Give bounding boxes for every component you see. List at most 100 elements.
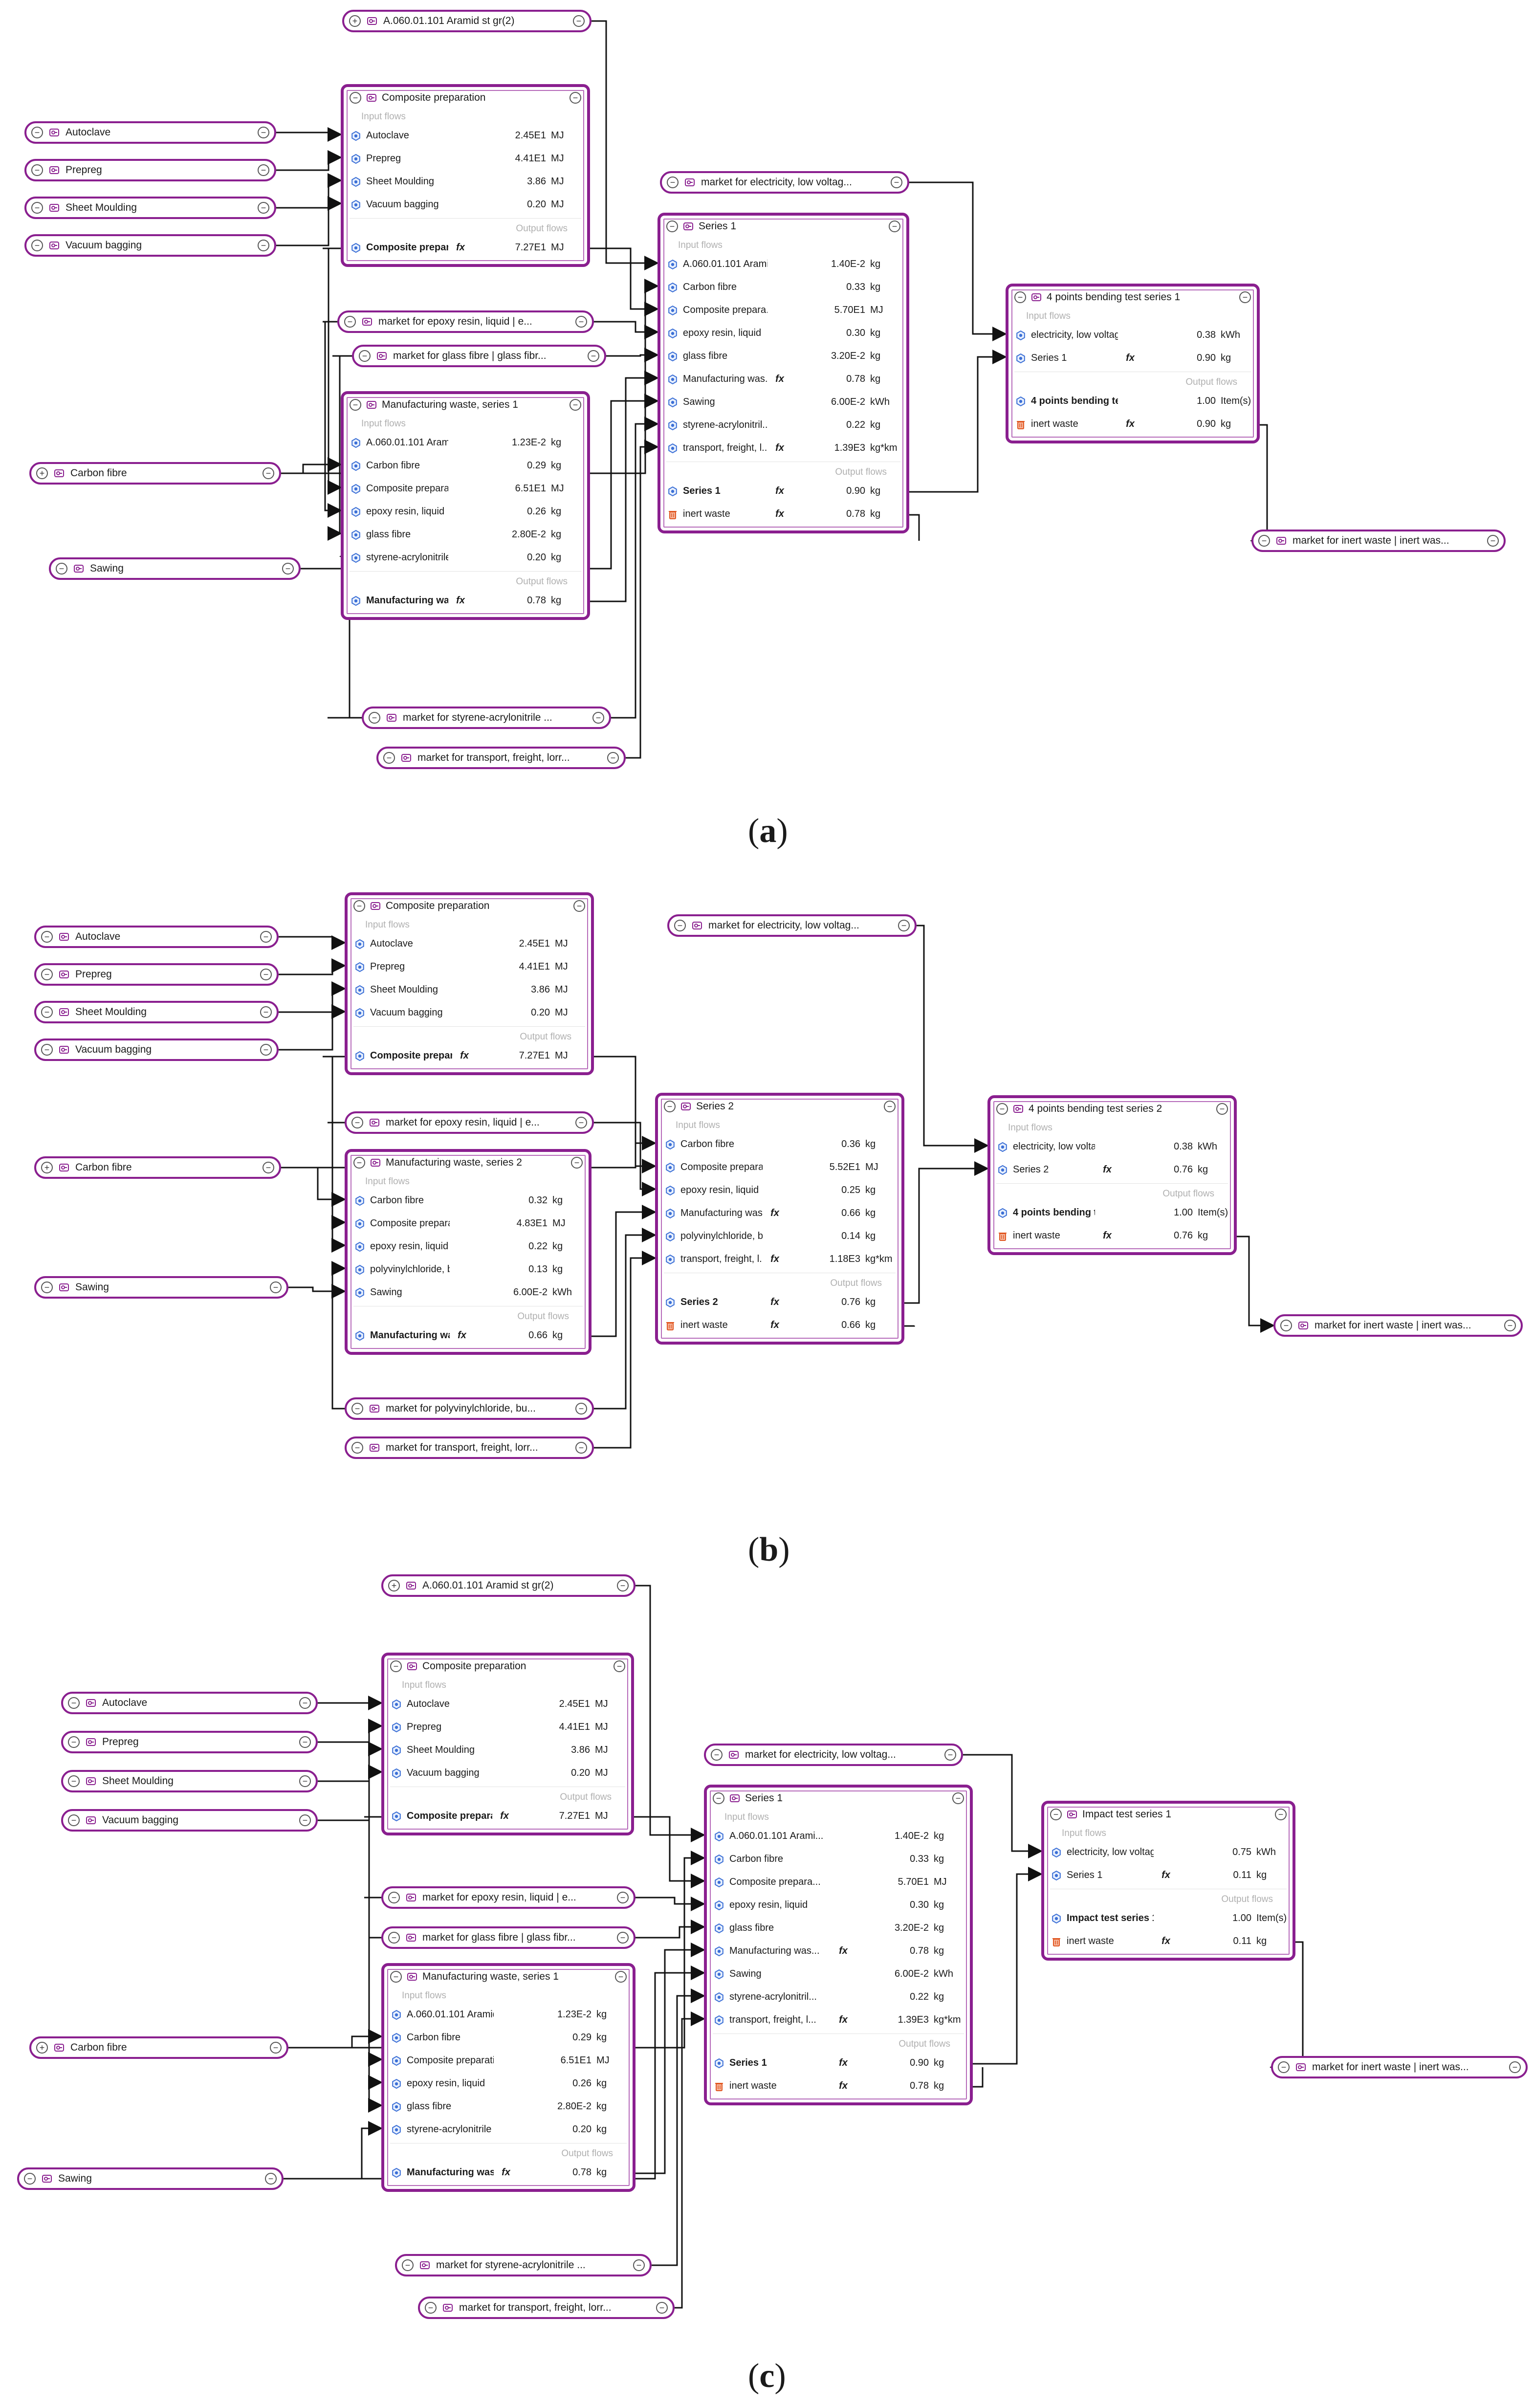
process-node[interactable]: −Manufacturing waste, series 1−Input flo… — [341, 391, 590, 620]
expand-icon[interactable]: + — [41, 1162, 53, 1173]
collapse-icon[interactable]: − — [1275, 1809, 1287, 1820]
collapse-icon[interactable]: − — [299, 1814, 311, 1826]
collapsed-provider-node[interactable]: −Sawing− — [17, 2167, 284, 2190]
collapse-icon[interactable]: − — [265, 2173, 277, 2185]
node-header[interactable]: −Series 2− — [658, 1096, 901, 1117]
collapse-icon[interactable]: − — [388, 1932, 400, 1944]
collapsed-provider-node[interactable]: −market for styrene-acrylonitrile ...− — [362, 707, 611, 729]
collapse-icon[interactable]: − — [263, 467, 274, 479]
expand-icon[interactable]: + — [388, 1580, 400, 1591]
collapse-icon[interactable]: − — [889, 221, 900, 232]
collapsed-provider-node[interactable]: −Vacuum bagging− — [24, 234, 276, 257]
collapse-icon[interactable]: − — [425, 2302, 437, 2314]
collapsed-provider-node[interactable]: −Sheet Moulding− — [61, 1770, 318, 1792]
node-header[interactable]: −Series 1− — [707, 1788, 970, 1809]
expand-icon[interactable]: + — [349, 15, 361, 27]
collapsed-provider-node[interactable]: −Sawing− — [49, 557, 301, 580]
collapsed-provider-node[interactable]: +Carbon fibre− — [34, 1156, 281, 1179]
expand-icon[interactable]: + — [36, 2042, 48, 2054]
process-node[interactable]: −4 points bending test series 1−Input fl… — [1006, 284, 1260, 443]
collapse-icon[interactable]: − — [270, 1281, 282, 1293]
collapsed-provider-node[interactable]: −market for electricity, low voltag...− — [660, 171, 909, 194]
collapse-icon[interactable]: − — [31, 127, 43, 138]
collapse-icon[interactable]: − — [575, 1403, 587, 1414]
node-header[interactable]: −Series 1− — [660, 216, 906, 237]
collapse-icon[interactable]: − — [258, 202, 269, 214]
collapse-icon[interactable]: − — [41, 931, 53, 943]
collapsed-provider-node[interactable]: −market for electricity, low voltag...− — [704, 1744, 963, 1766]
collapse-icon[interactable]: − — [282, 563, 294, 574]
collapse-icon[interactable]: − — [353, 1157, 365, 1169]
collapse-icon[interactable]: − — [68, 1736, 80, 1748]
collapse-icon[interactable]: − — [575, 316, 587, 328]
collapse-icon[interactable]: − — [570, 399, 581, 411]
collapse-icon[interactable]: − — [344, 316, 356, 328]
collapse-icon[interactable]: − — [258, 127, 269, 138]
collapse-icon[interactable]: − — [270, 2042, 282, 2054]
collapse-icon[interactable]: − — [607, 752, 619, 764]
collapse-icon[interactable]: − — [571, 1157, 583, 1169]
collapse-icon[interactable]: − — [575, 1117, 587, 1128]
collapse-icon[interactable]: − — [31, 164, 43, 176]
collapsed-provider-node[interactable]: −Autoclave− — [34, 926, 279, 948]
collapsed-provider-node[interactable]: −market for epoxy resin, liquid | e...− — [345, 1111, 594, 1134]
node-header[interactable]: −Composite preparation− — [348, 895, 591, 917]
collapsed-provider-node[interactable]: −Sheet Moulding− — [34, 1001, 279, 1023]
collapse-icon[interactable]: − — [884, 1101, 896, 1112]
collapse-icon[interactable]: − — [666, 221, 678, 232]
collapse-icon[interactable]: − — [369, 712, 380, 724]
collapsed-provider-node[interactable]: +Carbon fibre− — [29, 462, 281, 485]
collapse-icon[interactable]: − — [258, 164, 269, 176]
collapse-icon[interactable]: − — [996, 1103, 1008, 1115]
collapse-icon[interactable]: − — [573, 900, 585, 912]
collapse-icon[interactable]: − — [68, 1697, 80, 1709]
collapsed-provider-node[interactable]: −Autoclave− — [61, 1692, 318, 1714]
collapsed-provider-node[interactable]: −market for polyvinylchloride, bu...− — [345, 1397, 594, 1420]
collapse-icon[interactable]: − — [390, 1971, 402, 1983]
collapse-icon[interactable]: − — [952, 1792, 964, 1804]
collapse-icon[interactable]: − — [388, 1892, 400, 1903]
collapse-icon[interactable]: − — [614, 1660, 625, 1672]
collapse-icon[interactable]: − — [260, 931, 272, 943]
collapse-icon[interactable]: − — [1258, 535, 1270, 547]
node-header[interactable]: −Manufacturing waste, series 1− — [344, 394, 587, 416]
collapse-icon[interactable]: − — [24, 2173, 36, 2185]
collapse-icon[interactable]: − — [674, 920, 686, 931]
collapsed-provider-node[interactable]: −Autoclave− — [24, 121, 276, 144]
collapse-icon[interactable]: − — [1050, 1809, 1062, 1820]
collapse-icon[interactable]: − — [891, 177, 902, 188]
